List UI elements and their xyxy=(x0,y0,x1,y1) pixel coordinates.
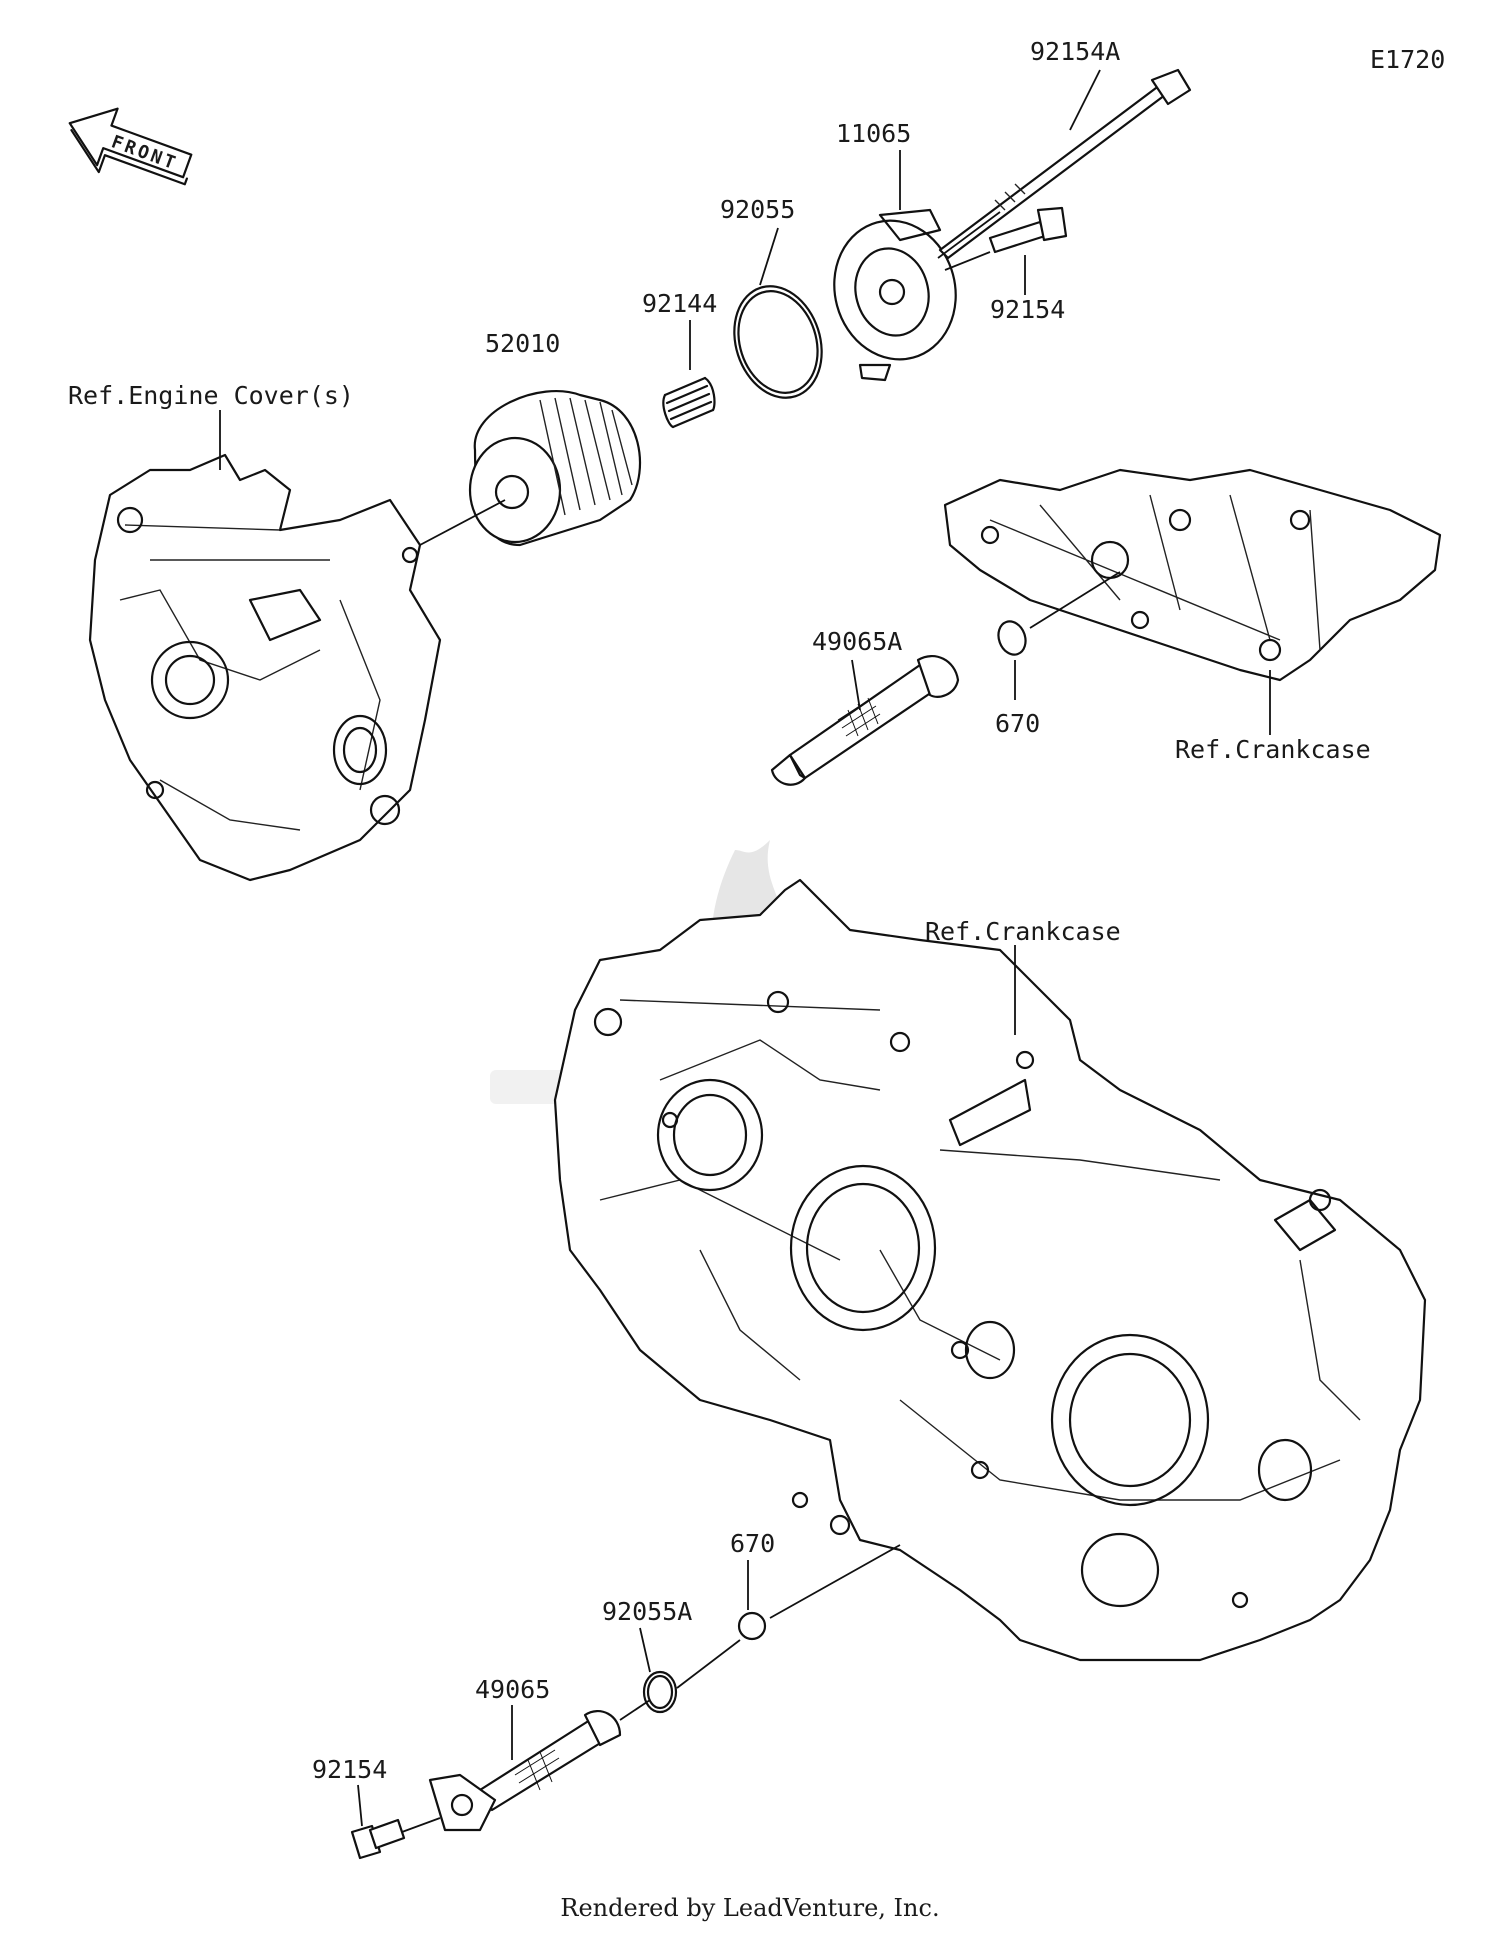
crankcase-upper-drawing xyxy=(943,468,1442,682)
part-label-92144[interactable]: 92144 xyxy=(642,289,717,318)
part-label-92154-bottom[interactable]: 92154 xyxy=(312,1755,387,1784)
part-label-92055[interactable]: 92055 xyxy=(720,195,795,224)
ref-crankcase-lower[interactable]: Ref.Crankcase xyxy=(925,917,1121,946)
engine-cover-drawing xyxy=(88,453,442,882)
part-label-670-bottom[interactable]: 670 xyxy=(730,1529,775,1558)
crankcase-lower-drawing xyxy=(553,878,1427,1662)
front-arrow-icon: FRONT xyxy=(68,107,193,186)
ref-engine-cover[interactable]: Ref.Engine Cover(s) xyxy=(68,381,354,410)
o-ring-drawing xyxy=(733,285,823,399)
part-label-49065[interactable]: 49065 xyxy=(475,1675,550,1704)
part-label-52010[interactable]: 52010 xyxy=(485,329,560,358)
spring-drawing xyxy=(662,376,716,429)
part-label-49065a[interactable]: 49065A xyxy=(812,627,902,656)
strainer-upper-drawing xyxy=(770,654,960,786)
o-ring-small-bottom-drawing xyxy=(737,1611,767,1641)
short-bolt-bottom-drawing xyxy=(350,1818,406,1860)
o-ring-92055a-drawing xyxy=(642,1670,678,1714)
part-label-92154-top[interactable]: 92154 xyxy=(990,295,1065,324)
filter-cover-drawing xyxy=(833,208,957,382)
part-label-11065[interactable]: 11065 xyxy=(836,119,911,148)
o-ring-small-top-drawing xyxy=(997,620,1027,656)
footer-credit: Rendered by LeadVenture, Inc. xyxy=(560,1894,939,1922)
short-bolt-top-drawing xyxy=(988,206,1068,254)
part-label-92154a[interactable]: 92154A xyxy=(1030,37,1120,66)
part-label-670-top[interactable]: 670 xyxy=(995,709,1040,738)
oil-filter-drawing xyxy=(468,390,642,547)
diagram-code: E1720 xyxy=(1370,45,1445,74)
strainer-lower-drawing xyxy=(428,1709,622,1832)
part-label-92055a[interactable]: 92055A xyxy=(602,1597,692,1626)
ref-crankcase-upper[interactable]: Ref.Crankcase xyxy=(1175,735,1371,764)
